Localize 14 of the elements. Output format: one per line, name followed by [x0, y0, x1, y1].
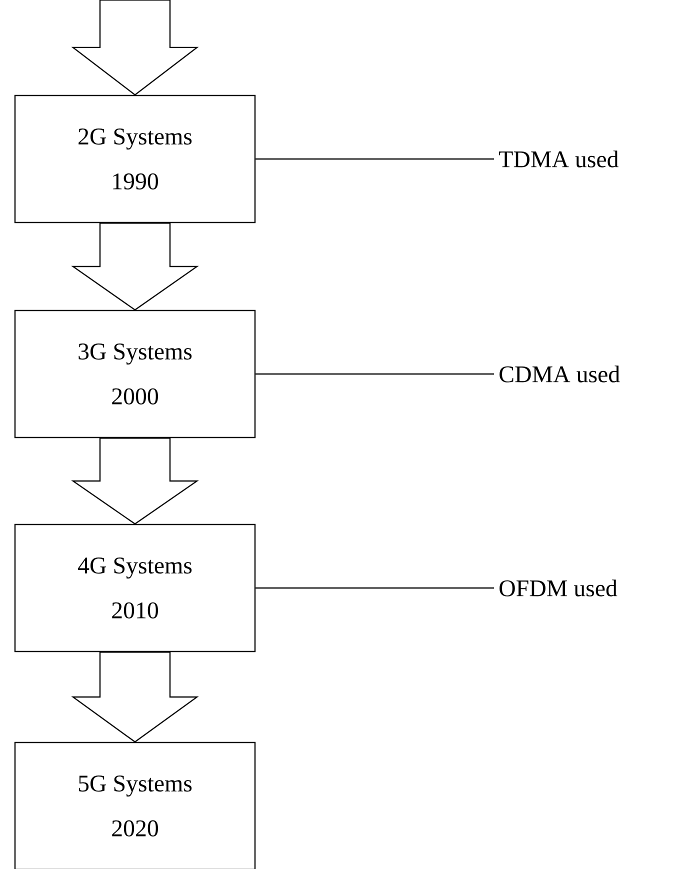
block-arrow — [71, 652, 199, 743]
technology-label: CDMA used — [500, 366, 620, 382]
block-arrow — [71, 222, 199, 311]
connector-line — [256, 373, 494, 375]
connector-line — [256, 158, 494, 160]
technology-label: TDMA used — [499, 150, 618, 168]
block-arrow — [71, 438, 199, 525]
system-box: 3G Systems 2000 — [14, 310, 256, 438]
system-box: 5G Systems 2020 — [14, 742, 256, 869]
system-box: 4G Systems 2010 — [14, 524, 256, 652]
block-arrow — [71, 0, 199, 96]
connector-line — [256, 587, 494, 589]
technology-label: OFDM used — [500, 580, 618, 596]
system-box: 2G Systems 1990 — [14, 94, 256, 224]
